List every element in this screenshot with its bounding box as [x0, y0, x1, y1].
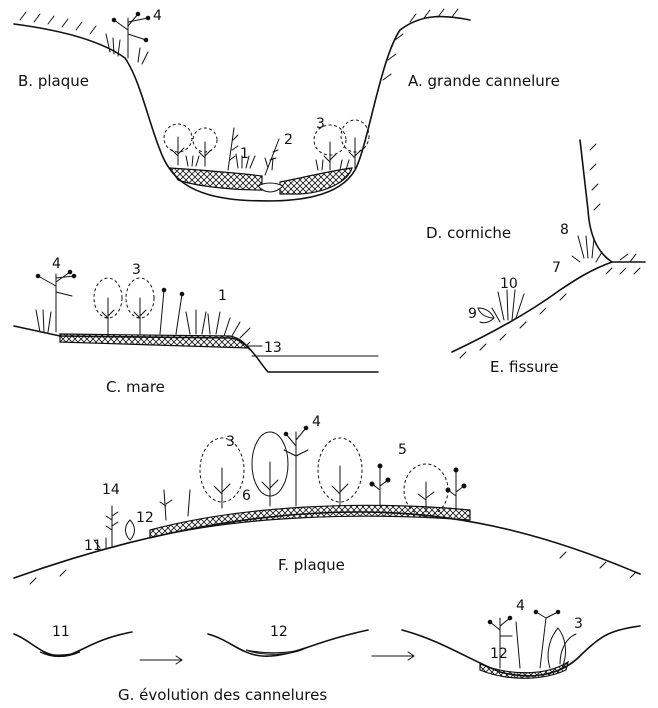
num-4-f: 4 [312, 414, 321, 430]
arrow-13 [246, 342, 262, 350]
cannelure-stage-3 [402, 626, 640, 676]
num-4-b: 4 [153, 8, 162, 24]
num-11-f: 11 [84, 538, 102, 554]
arrow-1 [140, 656, 182, 664]
label-f-plaque: F. plaque [278, 556, 345, 574]
plant-3-c [94, 278, 184, 334]
num-2-a: 2 [284, 132, 293, 148]
num-10-e: 10 [500, 276, 518, 292]
num-3-c: 3 [132, 262, 141, 278]
num-3-g: 3 [574, 616, 583, 632]
num-4-g: 4 [516, 598, 525, 614]
panel-g-evolution: 11 12 12 4 3 G. évolution des cannelures [14, 598, 640, 704]
plant-2 [265, 139, 279, 175]
num-8-d: 8 [560, 222, 569, 238]
panel-d-e-corniche-fissure: D. corniche E. fissure 8 7 10 9 [426, 140, 645, 376]
stage-2-pool [246, 648, 306, 654]
panel-f-plaque: F. plaque 3 4 5 6 14 12 11 [14, 414, 640, 584]
num-13-c: 13 [264, 340, 282, 356]
num-3-a: 3 [316, 116, 325, 132]
num-7-d: 7 [552, 260, 561, 276]
plant-4-c [36, 270, 76, 332]
num-1-a: 1 [240, 146, 249, 162]
label-c-mare: C. mare [106, 378, 165, 396]
label-g-evolution: G. évolution des cannelures [118, 686, 327, 704]
mare-sediment [60, 334, 248, 348]
cannelure-stage-1 [14, 632, 132, 656]
plant-8-7 [572, 236, 636, 262]
plant-shrubs-f [160, 426, 466, 520]
label-b-plaque: B. plaque [18, 72, 89, 90]
num-6-f: 6 [242, 488, 251, 504]
label-e-fissure: E. fissure [490, 358, 559, 376]
num-3-f: 3 [226, 434, 235, 450]
arrow-2 [372, 652, 414, 660]
num-12-g-b: 12 [490, 646, 508, 662]
panel-c-mare: C. mare 4 3 1 13 [14, 256, 378, 396]
water-pool [258, 183, 283, 192]
label-a-grande-cannelure: A. grande cannelure [408, 72, 560, 90]
num-9-e: 9 [468, 306, 477, 322]
sediment-hatch-left [170, 168, 262, 190]
num-4-c: 4 [52, 256, 61, 272]
num-5-f: 5 [398, 442, 407, 458]
plant-4-b [106, 12, 150, 64]
sediment-hatch-right [280, 168, 352, 194]
plant-1-c [186, 310, 250, 338]
label-d-corniche: D. corniche [426, 224, 511, 242]
num-12-f: 12 [136, 510, 154, 526]
plaque-sediment [150, 505, 470, 538]
num-11-g: 11 [52, 624, 70, 640]
num-12-g-a: 12 [270, 624, 288, 640]
stage-3-sediment [480, 662, 568, 678]
num-14-f: 14 [102, 482, 120, 498]
panel-a-grande-cannelure: B. plaque A. grande cannelure 4 1 2 3 [14, 8, 560, 201]
corniche-profile [580, 140, 645, 262]
num-1-c: 1 [218, 288, 227, 304]
